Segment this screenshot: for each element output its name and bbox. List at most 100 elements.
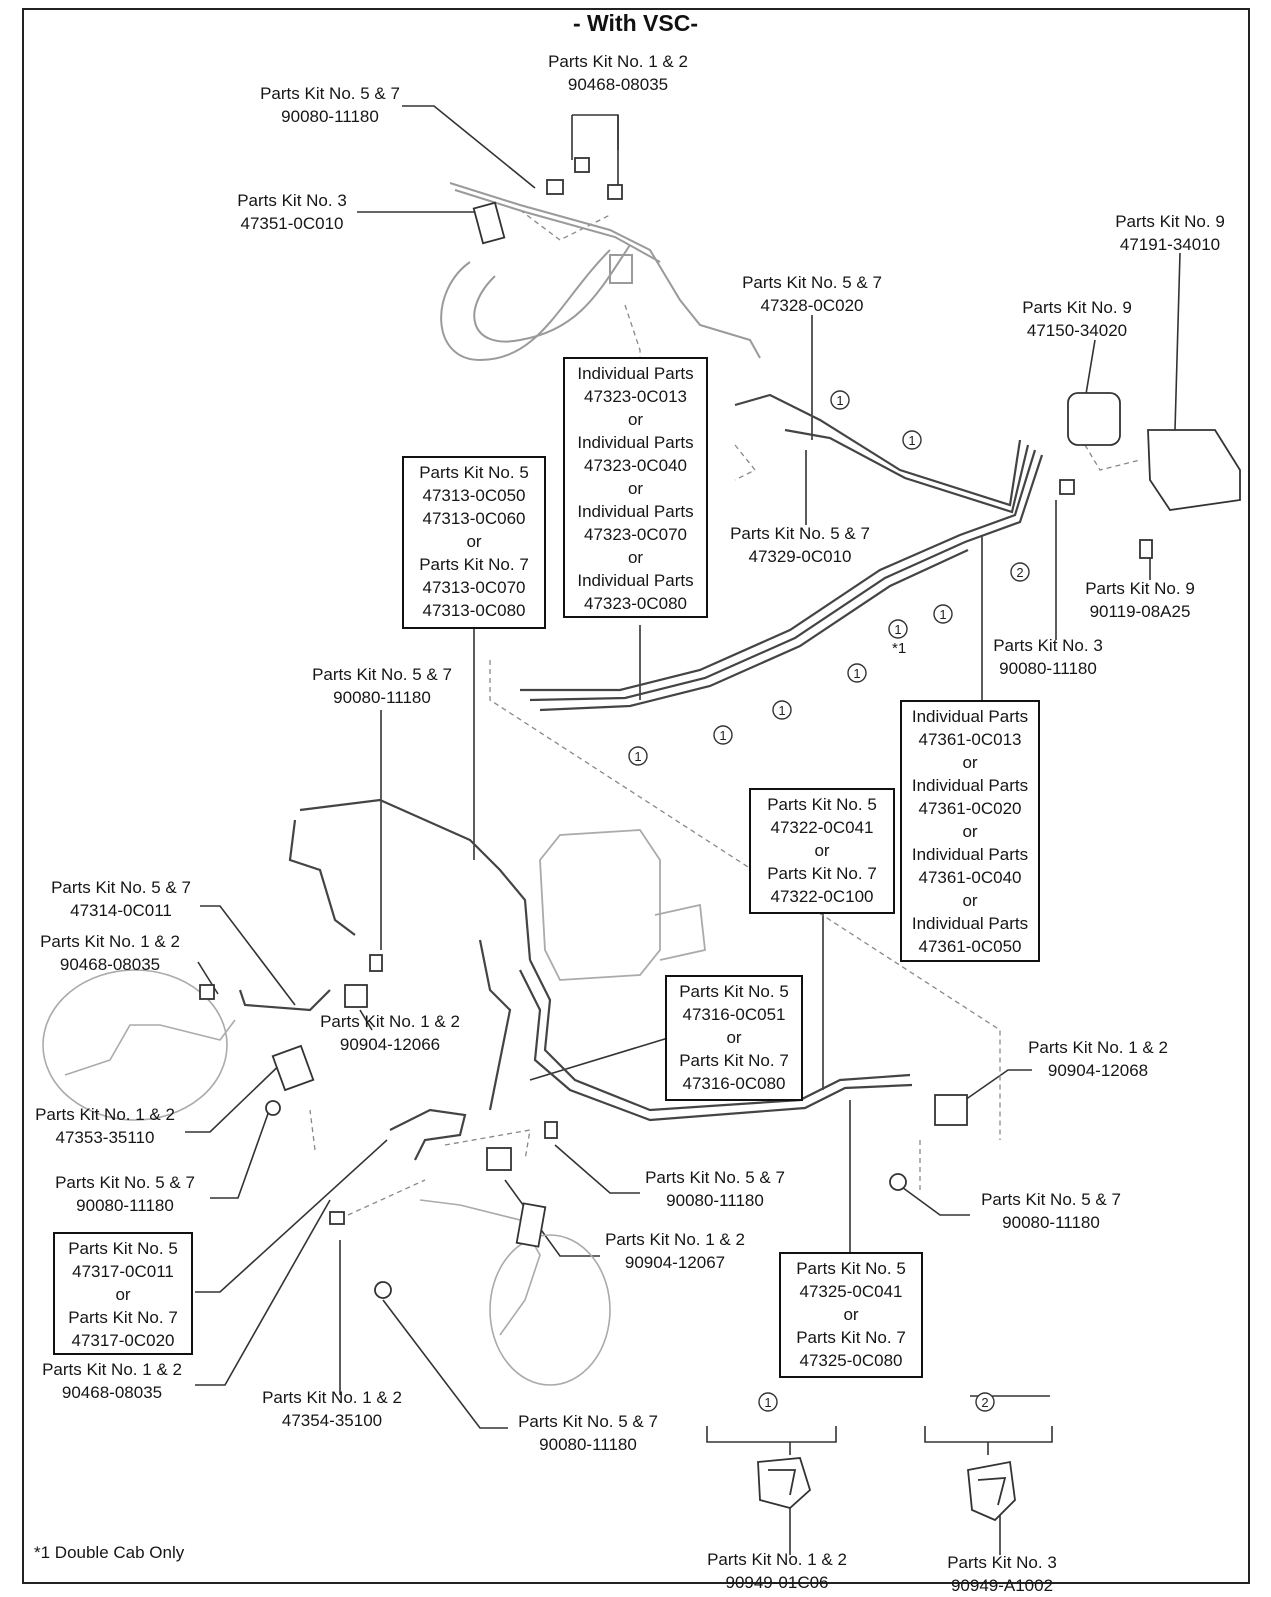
rear-line-upper2 [454,189,661,263]
clip-marker-number: 1 [836,393,843,408]
clip-marker-number: 1 [908,433,915,448]
front-tube-f [238,989,331,1012]
bolt-part [1139,539,1153,559]
brake-tube-5 [539,549,969,712]
brake-tube-1 [734,393,1022,507]
leader-line [1084,339,1096,401]
leader-line [210,1107,271,1199]
leader-line [195,1199,331,1386]
clip-type-1-marker: 1 [628,746,648,766]
double-cab-marker: *1 [892,640,907,657]
clip-type-1-marker: 1 [713,725,733,745]
clip-marker-number: 1 [939,607,946,622]
clip-type-1-marker: 1 [902,430,922,450]
dashed-guide [489,660,1001,1140]
leader-line [554,1144,640,1194]
right-wheel-outline [489,1234,611,1386]
dashed-guide [444,1129,531,1161]
clip-marker-number: 2 [1016,565,1023,580]
clip-type-1-marker: 1 [847,663,867,683]
clip-type-2-marker: 2 [975,1392,995,1412]
rear-bracket [609,254,633,284]
clip-type-2-detail [977,1477,1007,1506]
clip-type-1-marker: 1 [933,604,953,624]
clip-type-1-marker: 1 [888,619,908,639]
clip-type-2-marker: 2 [1010,562,1030,582]
front-tube-d [519,969,913,1122]
leader-line [706,1426,837,1443]
brake-tube-2 [784,428,1030,514]
clip-part [546,179,564,195]
dashed-guide [624,304,641,368]
clip-marker-number: 1 [634,749,641,764]
dashed-guide [1084,444,1141,471]
right-bracket [515,1202,547,1248]
leader-line [964,1069,1032,1101]
clip-part [607,184,623,200]
leader-line [382,1299,508,1429]
leader-line [200,905,296,1006]
clip-type-1-detail [768,1469,797,1496]
footnote: *1 Double Cab Only [34,1543,185,1562]
actuator-body [539,829,661,981]
clip-type-1-marker: 1 [758,1392,778,1412]
brake-tube-3 [520,449,1037,692]
dashed-guide [519,209,611,241]
leader-line [894,1181,970,1216]
left-wheel-outline [42,969,228,1121]
valve-bracket [1147,429,1241,511]
bolt-part [265,1100,281,1116]
leader-line [1174,252,1181,431]
diagram-title: - With VSC- [573,10,698,36]
left-wheel-hose [64,1019,236,1076]
clip-part [199,984,215,1000]
rear-hose-left [440,249,611,362]
valve-block [1067,392,1121,446]
rear-hose-right [473,244,631,343]
brake-tube-4 [529,454,1044,702]
front-tube-a [299,798,532,961]
clip-part [329,1211,345,1225]
front-tube-e [478,939,512,1111]
front-bracket [271,1044,315,1092]
dashed-guide [734,444,757,481]
bolt-part [544,1121,558,1139]
union-part [344,984,368,1008]
actuator-port [654,903,706,961]
leader-line [402,105,536,189]
rear-plate [472,201,506,245]
union-part [369,954,383,972]
front-tube-g [389,1108,467,1161]
leader-line [195,1139,388,1293]
clip-marker-number: 1 [719,728,726,743]
clip-type-1-marker: 1 [772,700,792,720]
clip-marker-number: 1 [853,666,860,681]
clip-marker-number: 1 [894,622,901,637]
